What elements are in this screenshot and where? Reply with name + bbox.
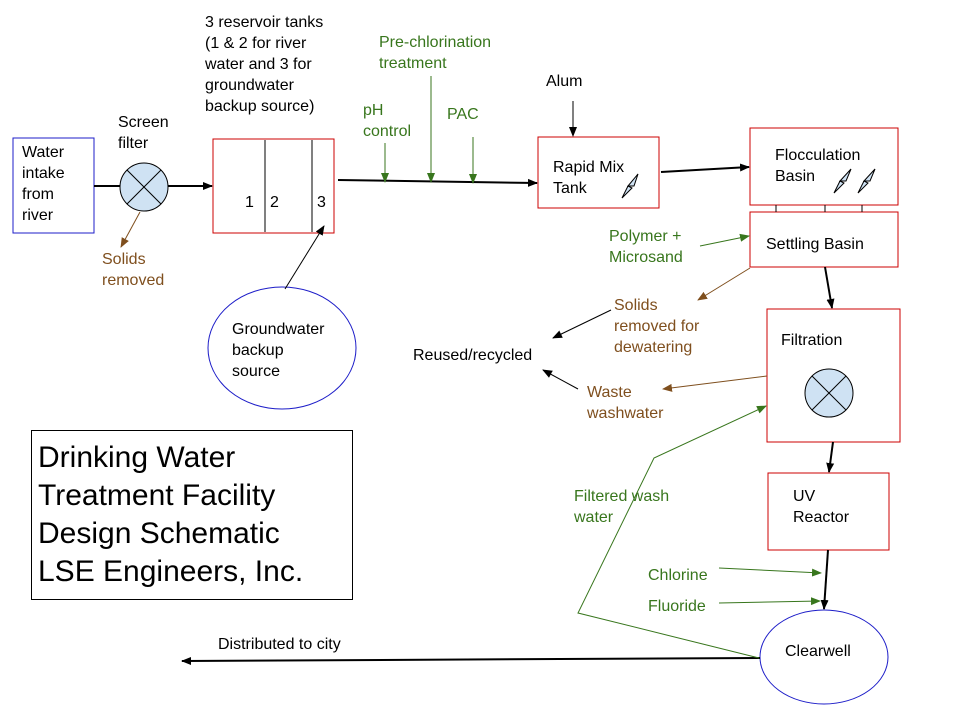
flow-settling-to-filtration	[824, 266, 835, 309]
flow-dewatering-to-reuse	[552, 309, 612, 339]
rapid-mix-mixer-icon	[621, 173, 639, 199]
rapid-mix-label: Rapid Mix Tank	[553, 159, 625, 197]
solids-settling	[697, 267, 751, 301]
flow-reservoir-to-rapidmix	[337, 178, 538, 187]
feed-chlorine	[718, 567, 822, 577]
settling-box	[749, 211, 899, 268]
reservoir-box	[212, 138, 335, 234]
filtration-filter-icon	[804, 368, 854, 418]
groundwater-ellipse	[207, 286, 357, 410]
groundwater-label: Groundwater backup source	[232, 321, 325, 380]
tank-1-label: 1	[245, 194, 254, 211]
tank-3-label: 3	[317, 194, 326, 211]
screen-solids-label: Solids removed	[102, 251, 165, 289]
reservoir-note: 3 reservoir tanks (1 & 2 for river water…	[205, 14, 324, 115]
flow-groundwater-to-tank3	[284, 225, 325, 290]
uv-box	[767, 472, 890, 551]
feed-filtered-wash-water	[577, 405, 767, 659]
fluoride-label: Fluoride	[648, 598, 706, 615]
polymer-label: Polymer + Microsand	[609, 228, 683, 266]
solids-screen	[120, 211, 141, 248]
prechlorination-label: Pre-chlorination treatment	[379, 34, 492, 72]
filtration-box	[766, 308, 901, 443]
filtration-label: Filtration	[781, 332, 843, 349]
flow-uv-to-clearwell	[820, 549, 829, 610]
dewatering-label: Solids removed for dewatering	[614, 297, 700, 356]
screen-filter-label: Screen filter	[118, 114, 169, 152]
tank-2-label: 2	[270, 194, 279, 211]
flow-washwater-to-reuse	[542, 369, 579, 390]
feed-fluoride	[718, 597, 821, 606]
washwater-label: Waste washwater	[587, 384, 664, 422]
reused-label: Reused/recycled	[413, 347, 533, 364]
ph-control-label: pH control	[363, 102, 412, 140]
flocculation-label: Flocculation Basin	[775, 147, 861, 185]
title-block: Drinking Water Treatment Facility Design…	[31, 430, 353, 600]
flow-rapidmix-to-floc	[660, 163, 750, 173]
alum-label: Alum	[546, 73, 583, 90]
pac-label: PAC	[447, 106, 479, 123]
flocculation-mixer-icon-1	[833, 168, 852, 194]
flocculation-box	[749, 127, 899, 206]
clearwell-ellipse	[759, 609, 889, 705]
settling-label: Settling Basin	[766, 236, 864, 253]
flocculation-mixer-icon-2	[857, 168, 876, 194]
screen-filter-icon	[119, 162, 169, 212]
distributed-label: Distributed to city	[218, 636, 341, 653]
feed-polymer	[699, 233, 750, 247]
chlorine-label: Chlorine	[648, 567, 708, 584]
flow-clearwell-to-city	[181, 656, 761, 665]
flow-filtration-to-uv	[826, 441, 835, 473]
rapid-mix-box	[537, 136, 660, 209]
intake-label: Water intake from river	[22, 144, 65, 224]
clearwell-label: Clearwell	[785, 643, 851, 660]
filtered-wash-label: Filtered wash water	[574, 488, 670, 526]
solids-washwater	[662, 375, 768, 392]
uv-label: UV Reactor	[793, 488, 850, 526]
